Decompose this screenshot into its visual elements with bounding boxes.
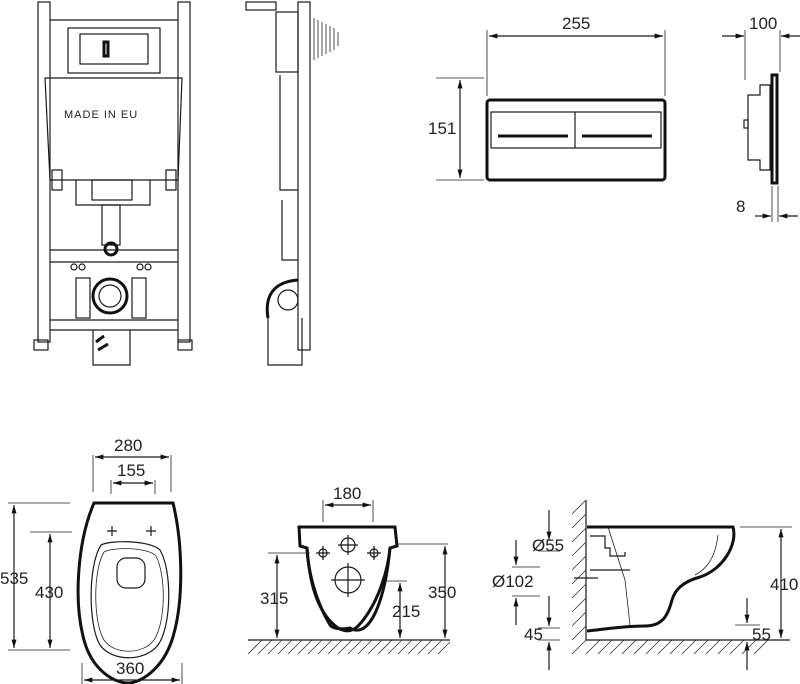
bowl-top-width-dimension: 280 <box>114 436 142 455</box>
flush-plate-side: 100 8 <box>722 14 800 222</box>
flush-plate-front: 255 151 <box>428 14 667 182</box>
hole-height-dimension: 315 <box>260 589 288 608</box>
top-height-dimension: 350 <box>428 583 456 602</box>
plate-height-dimension: 151 <box>428 119 456 138</box>
outlet-diameter-dimension: Ø102 <box>492 572 534 591</box>
floor-hatch <box>247 639 451 655</box>
plate-width-dimension: 255 <box>562 14 590 33</box>
bottom-clearance-dimension: 45 <box>524 625 543 644</box>
inlet-diameter-dimension: Ø55 <box>532 536 564 555</box>
base-offset-dimension: 55 <box>752 625 771 644</box>
outlet-height-dimension: 215 <box>392 602 420 621</box>
wall-hatch <box>571 499 769 655</box>
installation-frame-side <box>245 1 339 366</box>
installation-frame-front: MADE IN EU <box>33 1 193 366</box>
plate-depth-dimension: 100 <box>749 14 777 33</box>
bowl-top-view: 280 155 535 430 360 <box>0 436 183 684</box>
bowl-bottom-width-dimension: 360 <box>116 659 144 678</box>
bowl-rear-view: 180 315 215 350 <box>247 484 456 655</box>
bowl-side-view: Ø55 Ø102 45 410 55 <box>492 499 798 670</box>
rear-hole-spacing-dimension: 180 <box>333 484 361 503</box>
holes-to-front-dimension: 430 <box>35 583 63 602</box>
hole-spacing-dimension: 155 <box>117 461 145 480</box>
plate-thickness-dimension: 8 <box>736 197 745 216</box>
bowl-length-dimension: 535 <box>0 569 28 588</box>
made-in-eu-label: MADE IN EU <box>64 109 138 121</box>
bowl-height-dimension: 410 <box>770 575 798 594</box>
